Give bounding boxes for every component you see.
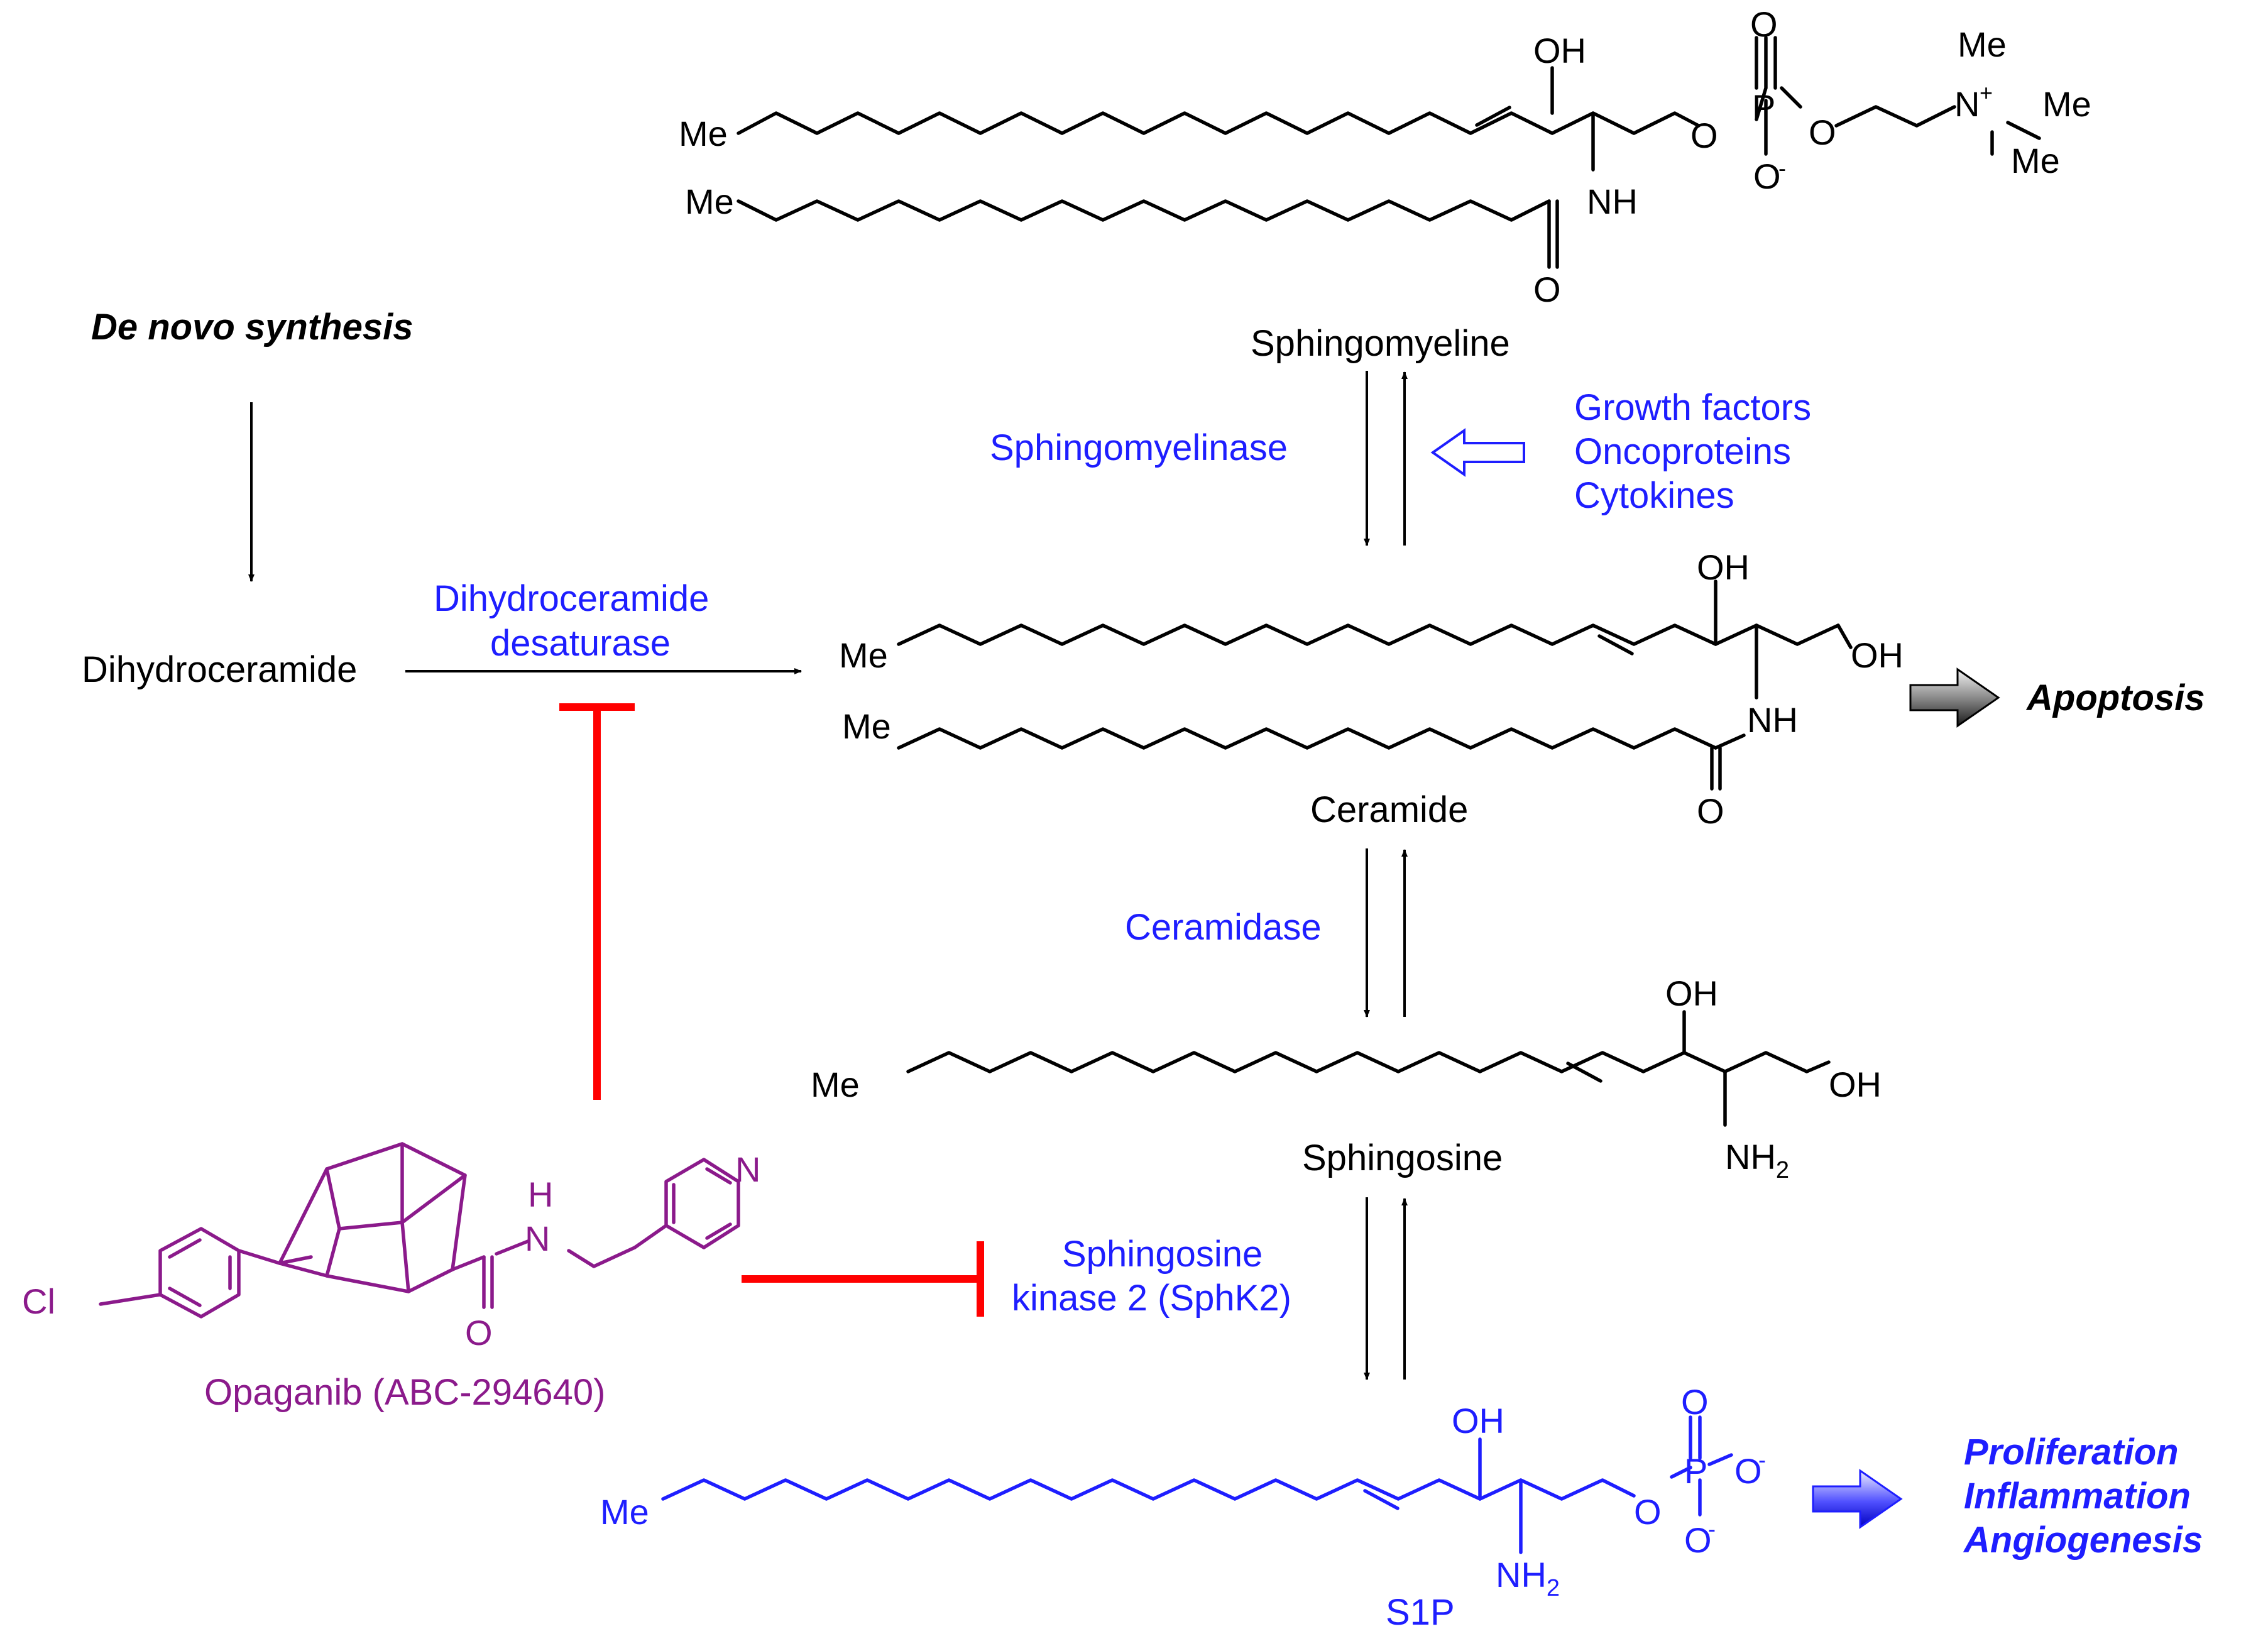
stimulus-label: Growth factors xyxy=(1574,387,1811,428)
o-label: O xyxy=(1750,4,1778,44)
enzyme-label: Sphingomyelinase xyxy=(990,427,1288,468)
enzyme-label: Dihydroceramide xyxy=(434,578,709,619)
me-label: Me xyxy=(685,182,734,221)
oh-label: OH xyxy=(1829,1065,1882,1104)
me-label: Me xyxy=(842,706,891,746)
o-label: O xyxy=(1734,1451,1762,1491)
apoptosis-arrow-icon xyxy=(1909,667,2000,728)
oh-label: OH xyxy=(1851,635,1904,675)
compound-name: Sphingomyeline xyxy=(1251,323,1510,364)
effect-label: Proliferation xyxy=(1964,1432,2179,1473)
dihydroceramide-label: Dihydroceramide xyxy=(82,649,357,690)
charge-label: - xyxy=(1778,155,1786,181)
enzyme-label: Sphingosine xyxy=(1062,1234,1263,1275)
o-label: O xyxy=(1533,270,1561,309)
me-label: Me xyxy=(811,1065,860,1104)
p-label: P xyxy=(1752,87,1775,127)
charge-label: + xyxy=(1980,80,1993,106)
de-novo-label: De novo synthesis xyxy=(91,307,413,348)
nh-label: NH xyxy=(1747,700,1798,740)
n-label: N xyxy=(525,1219,550,1258)
oh-label: OH xyxy=(1533,31,1586,70)
nh2-label: NH2 xyxy=(1496,1555,1560,1601)
ceramide-structure: Me Me OH OH NH O Ceramide xyxy=(839,547,1904,831)
compound-name: Ceramide xyxy=(1310,789,1468,830)
n-plus-label: N xyxy=(1954,84,1980,124)
charge-label: - xyxy=(1708,1516,1716,1542)
effect-label: Inflammation xyxy=(1964,1476,2191,1517)
sphingomyeline-structure: Me Me OH NH O O P O O - O N + Me Me Me S… xyxy=(679,4,2091,364)
enzyme-label: kinase 2 (SphK2) xyxy=(1012,1278,1291,1319)
stimulus-label: Cytokines xyxy=(1574,475,1734,516)
cl-label: Cl xyxy=(22,1281,55,1321)
me-label: Me xyxy=(839,635,888,675)
me-label: Me xyxy=(1958,25,2007,64)
sphingosine-structure: Me OH OH NH2 Sphingosine xyxy=(811,974,1882,1183)
desaturase-inhibition-bar xyxy=(559,703,635,1100)
me-label: Me xyxy=(679,114,728,153)
s1p-structure: Me OH NH2 O P O O - O - S1P xyxy=(600,1382,1766,1633)
n-label: N xyxy=(735,1149,760,1189)
o-label: O xyxy=(1753,156,1781,196)
me-label: Me xyxy=(600,1492,649,1532)
oh-label: OH xyxy=(1452,1401,1504,1440)
me-label: Me xyxy=(2011,141,2060,180)
o-label: O xyxy=(1681,1382,1709,1422)
nh-label: NH xyxy=(1587,182,1638,221)
h-label: H xyxy=(528,1175,553,1214)
nh-text: NH xyxy=(1496,1555,1547,1594)
sphk2-inhibition-bar xyxy=(742,1241,984,1317)
stimulus-label: Oncoproteins xyxy=(1574,431,1791,472)
o-label: O xyxy=(465,1313,493,1352)
oh-label: OH xyxy=(1697,547,1750,587)
subscript-2: 2 xyxy=(1776,1157,1789,1183)
nh2-label: NH2 xyxy=(1725,1137,1789,1183)
enzyme-label: Ceramidase xyxy=(1125,907,1322,948)
compound-name: Opaganib (ABC-294640) xyxy=(204,1372,605,1413)
stimulus-arrow-icon xyxy=(1430,428,1525,477)
nh-text: NH xyxy=(1725,1137,1776,1177)
oh-label: OH xyxy=(1665,974,1718,1013)
me-label: Me xyxy=(2042,84,2091,124)
o-label: O xyxy=(1690,116,1718,155)
p-label: P xyxy=(1684,1451,1707,1491)
o-label: O xyxy=(1697,791,1724,831)
opaganib-structure: Cl H N N O Opaganib (ABC-294640) xyxy=(22,1142,760,1413)
proliferation-arrow-icon xyxy=(1812,1469,1903,1529)
subscript-2: 2 xyxy=(1547,1575,1560,1601)
o-label: O xyxy=(1634,1492,1662,1532)
o-label: O xyxy=(1684,1520,1712,1560)
charge-label: - xyxy=(1758,1447,1766,1473)
compound-name: S1P xyxy=(1386,1592,1455,1633)
enzyme-label: desaturase xyxy=(490,623,671,664)
o-label: O xyxy=(1809,112,1836,152)
compound-name: Sphingosine xyxy=(1302,1138,1503,1178)
effect-label: Angiogenesis xyxy=(1963,1520,2203,1561)
apoptosis-label: Apoptosis xyxy=(2025,678,2205,718)
